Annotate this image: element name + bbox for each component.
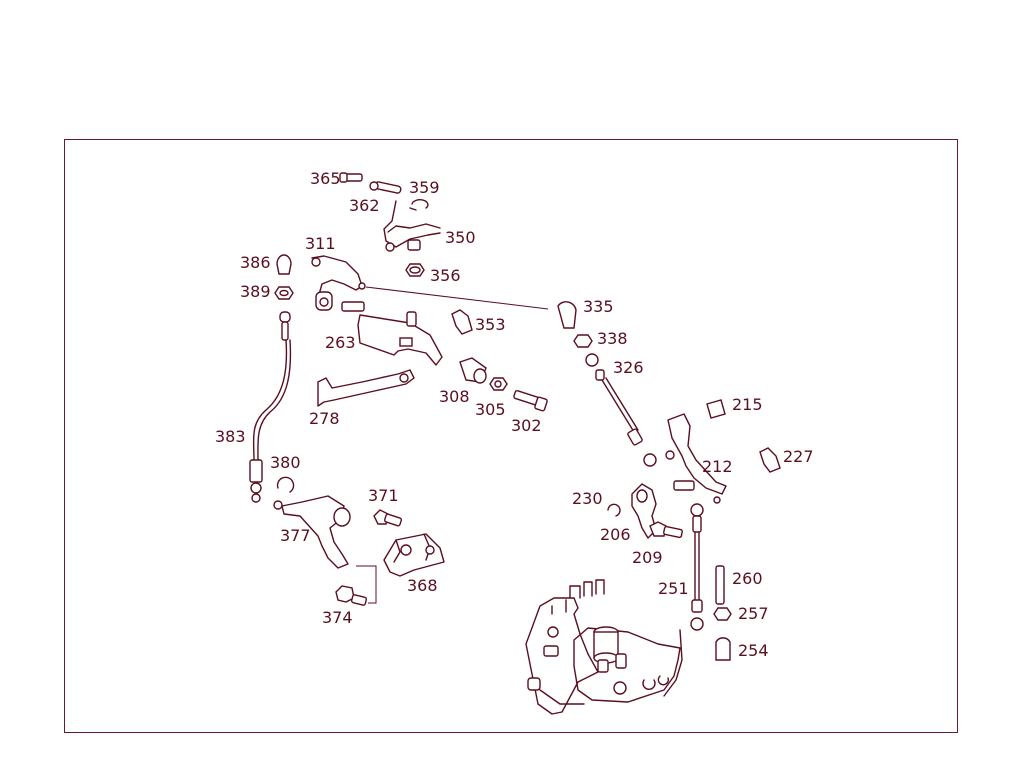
label-362: 362	[349, 196, 380, 215]
label-278: 278	[309, 409, 340, 428]
part-374-bolt[interactable]	[335, 585, 368, 606]
part-368-bracket[interactable]	[383, 533, 445, 577]
label-230: 230	[572, 489, 603, 508]
part-278-lever[interactable]	[317, 369, 415, 407]
label-254: 254	[738, 641, 769, 660]
part-263-bracket[interactable]	[341, 301, 443, 366]
label-308: 308	[439, 387, 470, 406]
part-326-rod[interactable]	[585, 353, 657, 467]
part-215-pad[interactable]	[706, 399, 726, 419]
label-368: 368	[407, 576, 438, 595]
part-359-clip[interactable]	[409, 199, 429, 211]
part-365-bolt[interactable]	[339, 172, 363, 183]
label-338: 338	[597, 329, 628, 348]
part-377-lever[interactable]	[273, 495, 351, 569]
label-311: 311	[305, 234, 336, 253]
label-263: 263	[325, 333, 356, 352]
part-227-clip[interactable]	[759, 447, 781, 473]
injection-pump-housing	[525, 579, 683, 715]
label-302: 302	[511, 416, 542, 435]
part-386-ball-socket[interactable]	[276, 254, 292, 275]
label-326: 326	[613, 358, 644, 377]
label-359: 359	[409, 178, 440, 197]
part-383-cable[interactable]	[249, 311, 292, 503]
part-260-pin[interactable]	[715, 565, 725, 605]
part-230-clip[interactable]	[607, 503, 621, 517]
label-380: 380	[270, 453, 301, 472]
label-371: 371	[368, 486, 399, 505]
part-350-lever[interactable]	[383, 200, 441, 252]
label-260: 260	[732, 569, 763, 588]
label-350: 350	[445, 228, 476, 247]
part-335-ball-socket[interactable]	[557, 301, 577, 329]
label-365: 365	[310, 169, 341, 188]
label-389: 389	[240, 282, 271, 301]
part-251-rod[interactable]	[690, 503, 704, 631]
label-356: 356	[430, 266, 461, 285]
label-386: 386	[240, 253, 271, 272]
label-383: 383	[215, 427, 246, 446]
label-251: 251	[658, 579, 689, 598]
part-380-clip[interactable]	[276, 476, 295, 493]
part-308-bushing[interactable]	[459, 357, 487, 384]
diagram-frame	[64, 139, 958, 733]
part-302-bolt[interactable]	[513, 389, 548, 412]
part-257-nut[interactable]	[713, 607, 732, 621]
part-356-nut[interactable]	[405, 263, 425, 277]
label-212: 212	[702, 457, 733, 476]
label-305: 305	[475, 400, 506, 419]
leader-377-374	[356, 565, 377, 604]
label-257: 257	[738, 604, 769, 623]
part-212-lever[interactable]	[665, 413, 727, 504]
label-209: 209	[632, 548, 663, 567]
leader-311-335	[365, 286, 549, 310]
label-335: 335	[583, 297, 614, 316]
part-311-lever[interactable]	[311, 255, 366, 311]
part-389-nut[interactable]	[274, 286, 294, 300]
part-338-nut[interactable]	[573, 334, 593, 348]
label-206: 206	[600, 525, 631, 544]
part-362-pin[interactable]	[369, 181, 402, 194]
part-305-nut[interactable]	[489, 377, 508, 391]
label-353: 353	[475, 315, 506, 334]
part-371-bolt[interactable]	[373, 509, 403, 527]
label-215: 215	[732, 395, 763, 414]
part-353-clip[interactable]	[451, 309, 473, 335]
part-254-ball-socket[interactable]	[715, 637, 731, 661]
label-227: 227	[783, 447, 814, 466]
label-377: 377	[280, 526, 311, 545]
part-209-bolt[interactable]	[649, 521, 683, 539]
label-374: 374	[322, 608, 353, 627]
